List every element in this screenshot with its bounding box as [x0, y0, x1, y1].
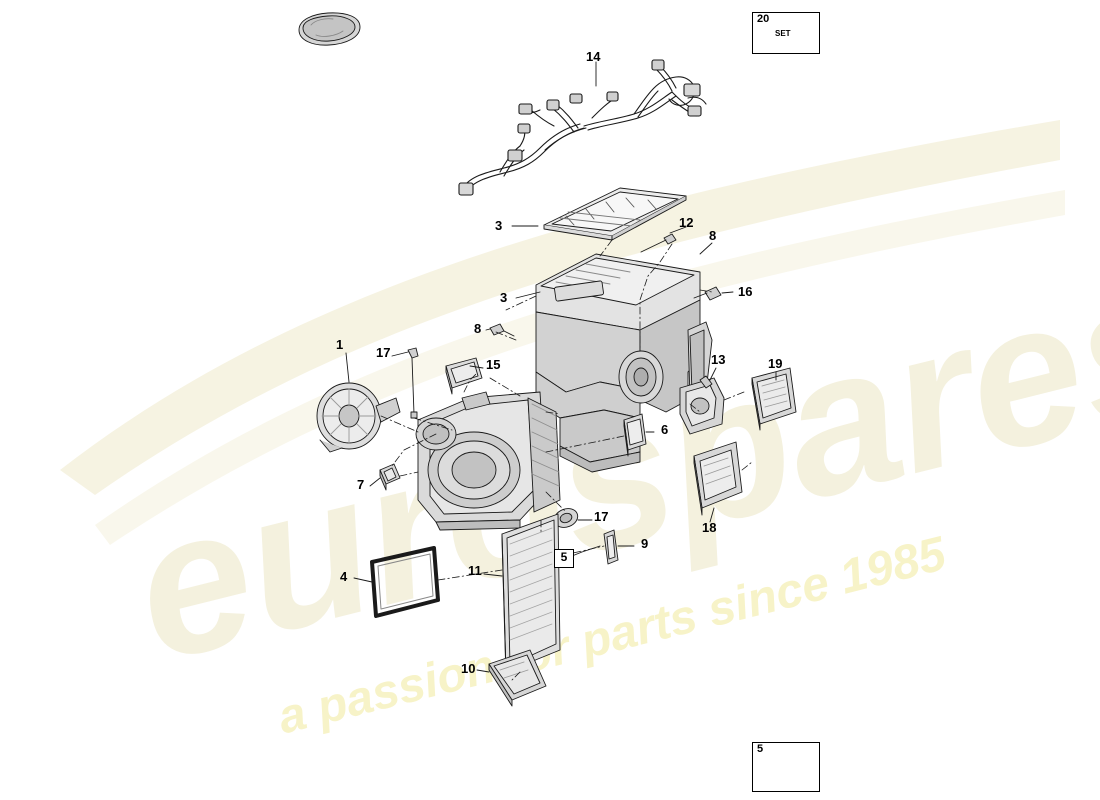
set-box-20-text: SET — [775, 29, 791, 38]
part-3-filter-frame — [543, 187, 687, 241]
part-18-vent — [693, 441, 743, 516]
callout-11: 11 — [468, 563, 482, 578]
part-oval-pad — [298, 12, 361, 46]
callout-18: 18 — [702, 520, 717, 535]
part-19-vent — [751, 367, 797, 431]
callout-17-lower: 17 — [594, 509, 609, 524]
callout-1: 1 — [336, 337, 344, 352]
callout-15: 15 — [486, 357, 501, 372]
part-4-seal — [370, 546, 440, 618]
screw-8-upper — [489, 323, 515, 337]
callout-8-right: 8 — [709, 228, 717, 243]
part-17-pin-upper — [407, 347, 419, 419]
part-screws — [489, 233, 722, 337]
callout-3-upper: 3 — [495, 218, 503, 233]
part-9-clip — [603, 529, 619, 565]
callout-8-left: 8 — [474, 321, 482, 336]
boxed-callout-5: 5 — [554, 549, 574, 568]
callout-14: 14 — [586, 49, 601, 64]
callout-6: 6 — [661, 422, 669, 437]
callout-10: 10 — [461, 661, 476, 676]
part-14-wiring-harness — [458, 59, 707, 196]
part-blower-housing — [415, 391, 561, 531]
part-15-cover — [445, 357, 483, 395]
part-main-housing — [535, 253, 713, 473]
part-13-actuator — [679, 375, 725, 435]
callout-7: 7 — [357, 477, 365, 492]
callout-9: 9 — [641, 536, 649, 551]
screw-16 — [693, 286, 722, 301]
screw-12 — [640, 233, 677, 253]
part-11-evaporator — [501, 513, 561, 679]
callout-12: 12 — [679, 215, 694, 230]
callout-17-upper: 17 — [376, 345, 391, 360]
part-7-sensor — [379, 463, 401, 491]
set-box-5-number: 5 — [755, 743, 766, 755]
set-box-20-number: 20 — [755, 13, 772, 25]
callout-4: 4 — [340, 569, 348, 584]
callout-16: 16 — [738, 284, 753, 299]
part-1-blower-motor — [316, 382, 401, 453]
callout-13: 13 — [711, 352, 726, 367]
callout-19: 19 — [768, 356, 783, 371]
part-6-module — [623, 413, 647, 457]
callout-3-lower: 3 — [500, 290, 508, 305]
